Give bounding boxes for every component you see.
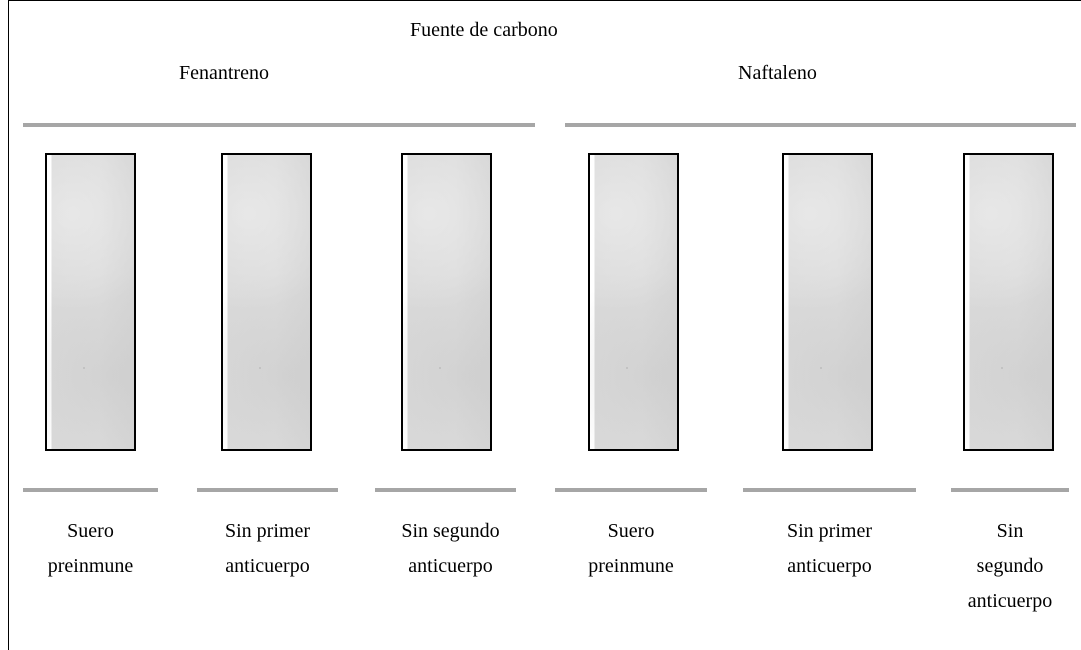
blot-strip-naftaleno-suero-preinmune	[588, 153, 679, 451]
blot-strip-naftaleno-sin-primer-anticuerpo	[782, 153, 873, 451]
lane-label-line: Sin primer	[225, 520, 310, 542]
figure-title: Fuente de carbono	[410, 19, 558, 41]
lane-label-fenantreno-3: Sin segundo anticuerpo	[375, 514, 526, 584]
lane-label-line: preinmune	[47, 555, 134, 577]
lane-label-line: Sin	[996, 520, 1024, 542]
lane-label-line: Suero	[607, 520, 655, 542]
group-rule-naftaleno	[565, 123, 1076, 127]
lane-label-line: preinmune	[588, 555, 674, 577]
lane-label-line: Sin primer	[787, 520, 872, 542]
lane-label-fenantreno-1: Suero preinmune	[23, 514, 158, 584]
lane-rule-3	[375, 488, 516, 492]
lane-label-naftaleno-2: Sin primer anticuerpo	[743, 514, 916, 584]
lane-label-line: anticuerpo	[225, 555, 310, 577]
lane-label-line: anticuerpo	[787, 555, 872, 577]
lane-label-line: segundo	[976, 555, 1044, 577]
frame-top-border	[8, 0, 1081, 1]
lane-label-line: Sin segundo	[401, 520, 500, 542]
lane-rule-2	[197, 488, 338, 492]
lane-label-naftaleno-1: Suero preinmune	[555, 514, 707, 584]
lane-label-fenantreno-2: Sin primer anticuerpo	[197, 514, 338, 584]
blot-strip-naftaleno-sin-segundo-anticuerpo	[963, 153, 1054, 451]
blot-strip-fenantreno-sin-segundo-anticuerpo	[401, 153, 492, 451]
group-label-naftaleno: Naftaleno	[738, 62, 817, 84]
lane-label-naftaleno-3: Sin segundo anticuerpo	[951, 514, 1069, 619]
lane-label-line: Suero	[67, 520, 114, 542]
lane-label-line: anticuerpo	[967, 590, 1053, 612]
lane-rule-1	[23, 488, 158, 492]
lane-label-line: anticuerpo	[408, 555, 493, 577]
frame-left-border	[8, 0, 9, 650]
group-rule-fenantreno	[23, 123, 535, 127]
group-label-fenantreno: Fenantreno	[179, 62, 269, 84]
lane-rule-4	[555, 488, 707, 492]
blot-strip-fenantreno-sin-primer-anticuerpo	[221, 153, 312, 451]
lane-rule-5	[743, 488, 916, 492]
lane-rule-6	[951, 488, 1069, 492]
blot-strip-fenantreno-suero-preinmune	[45, 153, 136, 451]
